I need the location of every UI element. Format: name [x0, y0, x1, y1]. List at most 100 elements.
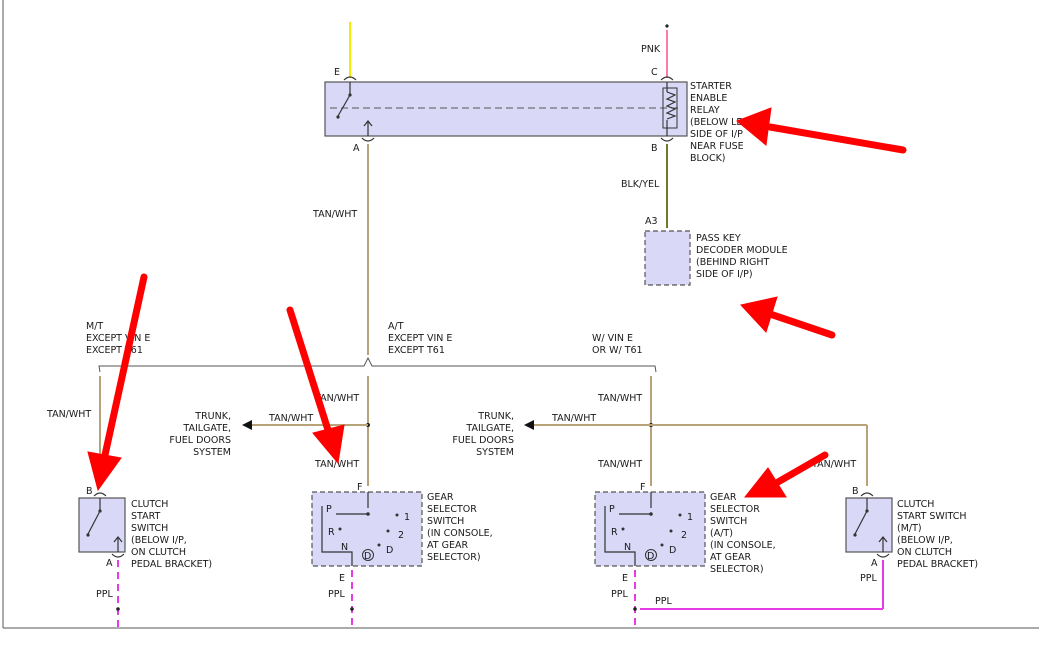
svg-text:ON CLUTCH: ON CLUTCH [897, 547, 952, 558]
svg-text:SELECTOR): SELECTOR) [427, 552, 481, 563]
svg-text:RELAY: RELAY [690, 105, 720, 116]
gear-contact [395, 513, 399, 517]
clutch-right-label: CLUTCH START SWITCH (M/T) (BELOW I/P, ON… [897, 499, 978, 570]
svg-text:SWITCH: SWITCH [131, 523, 168, 534]
red-arrow-head-icon [87, 451, 122, 492]
svg-text:EXCEPT VIN E: EXCEPT VIN E [388, 333, 452, 344]
relay-pin-e: E [334, 67, 340, 78]
wire-label-ppl: PPL [611, 589, 628, 600]
wire-label-ppl: PPL [328, 589, 345, 600]
svg-text:EXCEPT T61: EXCEPT T61 [388, 345, 445, 356]
svg-text:TAILGATE,: TAILGATE, [182, 423, 231, 434]
svg-text:SWITCH: SWITCH [710, 516, 747, 527]
svg-text:FUEL DOORS: FUEL DOORS [452, 435, 514, 446]
splice-dot [633, 607, 637, 611]
gear-right-label: GEAR SELECTOR SWITCH (A/T) (IN CONSOLE, … [710, 492, 776, 575]
svg-text:GEAR: GEAR [427, 492, 454, 503]
connector [876, 553, 890, 558]
wire-label-tan-wht: TAN/WHT [314, 393, 359, 404]
gear-contact [621, 527, 625, 531]
svg-text:SYSTEM: SYSTEM [476, 447, 514, 458]
wire-label-ppl: PPL [655, 596, 672, 607]
svg-text:ENABLE: ENABLE [690, 93, 727, 104]
svg-text:1: 1 [404, 512, 410, 523]
svg-text:PEDAL BRACKET): PEDAL BRACKET) [131, 559, 212, 570]
svg-text:CLUTCH: CLUTCH [131, 499, 168, 510]
svg-text:2: 2 [681, 530, 687, 541]
relay-switch-blade [337, 94, 351, 117]
wire-end-dot [665, 24, 669, 28]
gear-contact [678, 513, 682, 517]
svg-text:D: D [386, 545, 393, 556]
wire-label-tan-wht: TAN/WHT [811, 459, 856, 470]
red-arrow-decoder [766, 310, 836, 339]
gear-left-label: GEAR SELECTOR SWITCH (IN CONSOLE, AT GEA… [427, 492, 493, 563]
svg-text:TRUNK,: TRUNK, [194, 411, 231, 422]
svg-text:R: R [611, 527, 618, 538]
red-arrow-head-icon [740, 296, 778, 333]
svg-text:P: P [326, 504, 332, 515]
connector [111, 553, 125, 558]
gear-right-pin-f: F [640, 482, 645, 493]
clutch-right-pin-b: B [852, 486, 859, 497]
coil-housing [662, 87, 678, 129]
svg-text:D: D [669, 545, 676, 556]
svg-text:R: R [328, 527, 335, 538]
gear-right-pin-e: E [622, 573, 628, 584]
relay-contact [336, 115, 340, 119]
gear-pivot [366, 512, 370, 516]
svg-text:SIDE OF I/P): SIDE OF I/P) [696, 269, 753, 280]
svg-text:ON CLUTCH: ON CLUTCH [131, 547, 186, 558]
arrow-to-trunk-icon [524, 420, 534, 430]
red-arrow-clutch-left [101, 273, 148, 459]
trunk-label-left: TRUNK, TAILGATE, FUEL DOORS SYSTEM [169, 411, 231, 458]
relay-label: STARTER ENABLE RELAY (BELOW LEFT SIDE OF… [690, 81, 754, 164]
trunk-label-right: TRUNK, TAILGATE, FUEL DOORS SYSTEM [452, 411, 514, 458]
svg-text:CLUTCH: CLUTCH [897, 499, 934, 510]
switch-blade [87, 510, 101, 535]
wire-label-ppl: PPL [860, 573, 877, 584]
gear-contact [338, 527, 342, 531]
svg-text:DECODER MODULE: DECODER MODULE [696, 245, 788, 256]
wire-label-tan-wht: TAN/WHT [597, 459, 642, 470]
red-arrow-gear-right [774, 451, 829, 486]
connector [860, 492, 874, 497]
switch-contact [86, 533, 90, 537]
gear-contact [377, 543, 381, 547]
relay-pin-c: C [651, 67, 658, 78]
splice-dot [350, 607, 354, 611]
drive-circle-icon [362, 549, 374, 561]
relay-switch-arrow [363, 120, 373, 127]
arrow-to-trunk-icon [242, 420, 252, 430]
gear-return [321, 506, 353, 566]
wire-label-blk-yel: BLK/YEL [621, 179, 660, 190]
svg-text:2: 2 [398, 530, 404, 541]
clutch-left-label: CLUTCH START SWITCH (BELOW I/P, ON CLUTC… [131, 499, 212, 570]
svg-text:(A/T): (A/T) [710, 528, 733, 539]
svg-text:SELECTOR): SELECTOR) [710, 564, 764, 575]
starter-enable-relay [324, 81, 688, 137]
svg-text:STARTER: STARTER [690, 81, 732, 92]
wire-label-pnk: PNK [641, 44, 661, 55]
connector-e [343, 76, 357, 81]
svg-text:N: N [624, 542, 631, 553]
gear-pivot [649, 512, 653, 516]
wire-label-tan-wht: TAN/WHT [597, 393, 642, 404]
gear-contact [669, 529, 673, 533]
branch-bar [98, 356, 657, 373]
svg-text:TRUNK,: TRUNK, [477, 411, 514, 422]
annotation-arrows [87, 107, 907, 498]
wire-label-tan-wht: TAN/WHT [314, 459, 359, 470]
svg-text:SELECTOR: SELECTOR [710, 504, 760, 515]
drive-circle-icon [645, 549, 657, 561]
switch-arrow [113, 536, 123, 543]
svg-text:AT GEAR: AT GEAR [427, 540, 468, 551]
clutch-left-pin-a: A [106, 558, 113, 569]
splice-dot [116, 607, 120, 611]
relay-pin-b: B [651, 143, 658, 154]
switch-contact [853, 533, 857, 537]
svg-text:NEAR FUSE: NEAR FUSE [690, 141, 744, 152]
svg-text:A/T: A/T [388, 321, 404, 332]
svg-text:GEAR: GEAR [710, 492, 737, 503]
